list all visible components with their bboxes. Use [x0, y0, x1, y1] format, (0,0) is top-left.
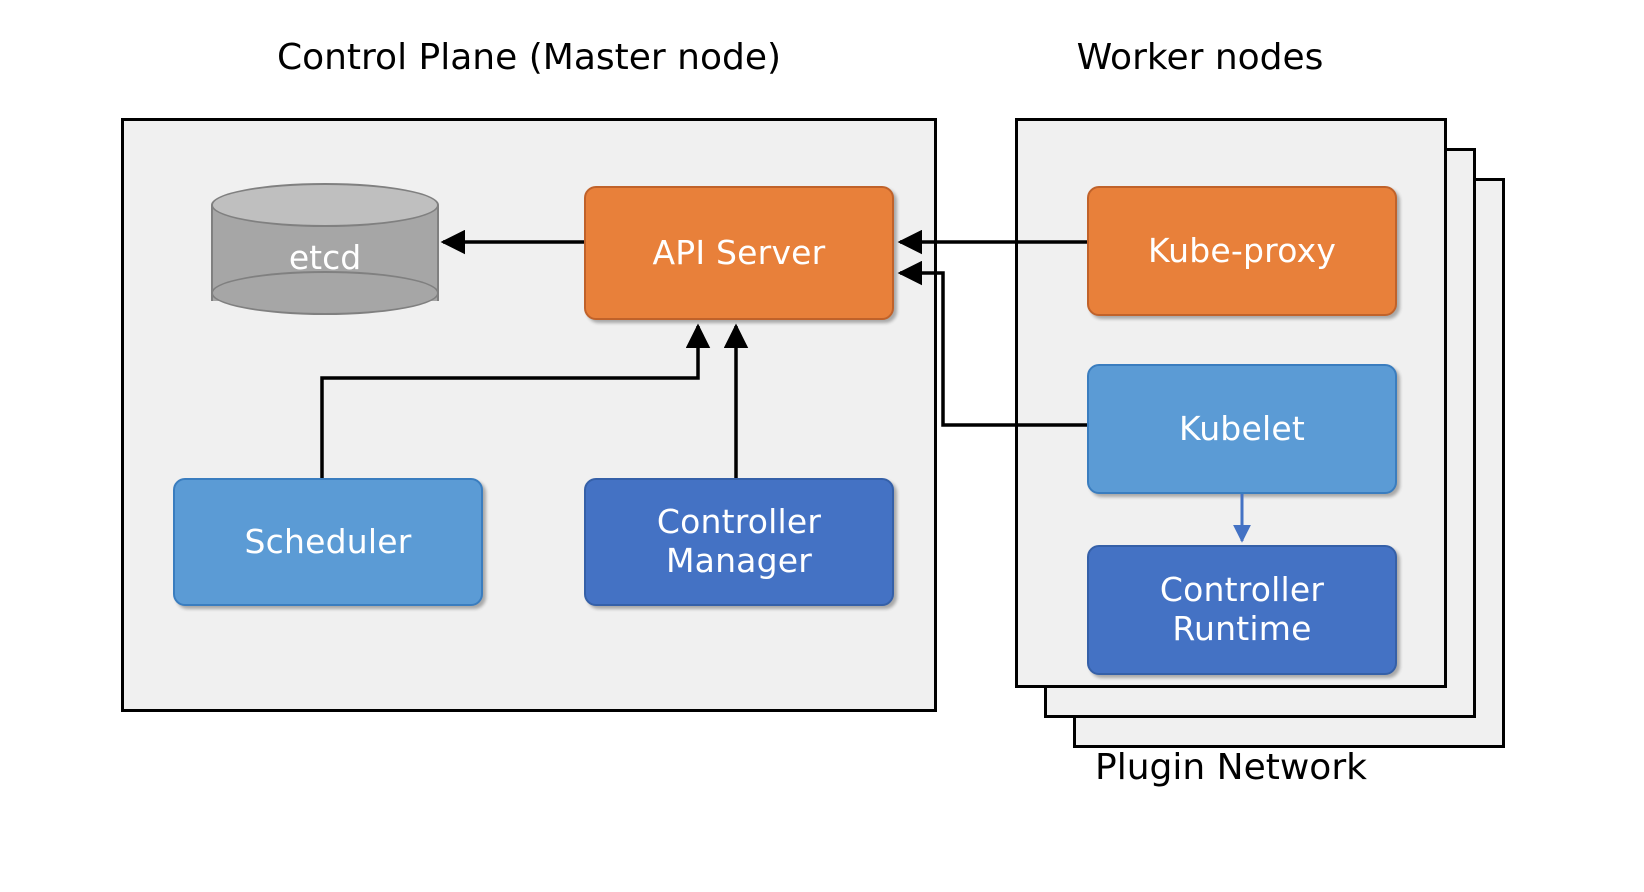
plugin-network-label: Plugin Network: [1095, 747, 1367, 788]
etcd-label: etcd: [288, 238, 362, 277]
controller-manager-box[interactable]: Controller Manager: [584, 478, 894, 606]
scheduler-box[interactable]: Scheduler: [173, 478, 483, 606]
controller-runtime-label-line2: Runtime: [1172, 609, 1312, 648]
controller-runtime-label-line1: Controller: [1159, 570, 1325, 610]
controller-runtime-box[interactable]: Controller Runtime: [1087, 545, 1397, 675]
api-server-box[interactable]: API Server: [584, 186, 894, 320]
controller-manager-label-line2: Manager: [665, 541, 813, 580]
etcd-cylinder[interactable]: etcd: [211, 183, 439, 323]
kubelet-box[interactable]: Kubelet: [1087, 364, 1397, 494]
etcd-cylinder-bottom: [211, 271, 439, 315]
kubelet-label: Kubelet: [1179, 408, 1305, 448]
scheduler-label: Scheduler: [244, 521, 412, 561]
worker-nodes-title: Worker nodes: [1076, 37, 1324, 78]
kube-proxy-label: Kube-proxy: [1147, 230, 1337, 270]
controller-manager-label-line1: Controller: [656, 502, 822, 542]
api-server-label: API Server: [652, 232, 826, 272]
control-plane-title: Control Plane (Master node): [276, 37, 782, 78]
etcd-cylinder-top: [211, 183, 439, 227]
kube-proxy-box[interactable]: Kube-proxy: [1087, 186, 1397, 316]
